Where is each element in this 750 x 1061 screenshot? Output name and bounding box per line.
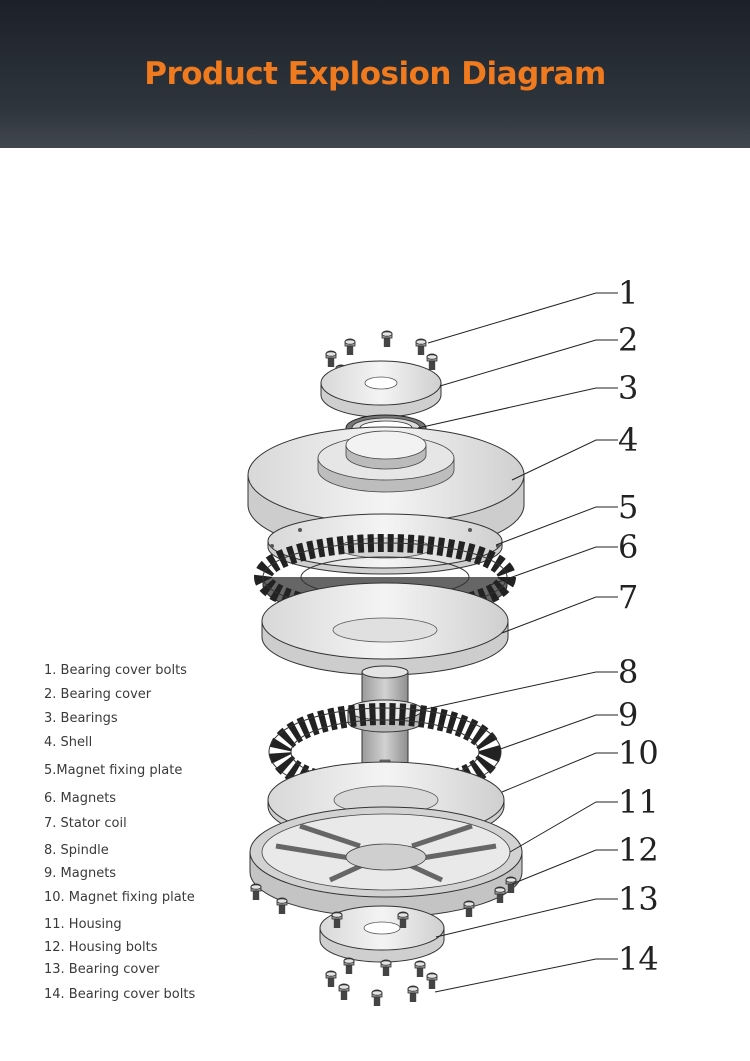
- part-upper-magnet-plate: [267, 513, 503, 575]
- legend-item-9: 9. Magnets: [44, 866, 117, 881]
- legend-item-10: 10. Magnet fixing plate: [44, 890, 195, 905]
- callout-8: 8: [618, 653, 638, 691]
- callout-2: 2: [618, 321, 638, 359]
- leader-line-7: [501, 596, 618, 634]
- callout-numbers: 1 2 3 4 5 6 7 8 9 10 11 12 13 14: [618, 274, 659, 978]
- leader-line-4: [511, 439, 618, 481]
- callout-14: 14: [618, 940, 659, 978]
- part-housing: [249, 806, 523, 918]
- legend-item-3: 3. Bearings: [44, 711, 118, 726]
- callout-12: 12: [618, 831, 659, 869]
- legend-item-11: 11. Housing: [44, 917, 122, 932]
- legend-item-12: 12. Housing bolts: [44, 940, 158, 955]
- leader-line-3: [417, 387, 618, 429]
- part-bottom-bearing-cover: [319, 905, 445, 963]
- leader-line-8: [411, 671, 618, 713]
- callout-11: 11: [618, 783, 659, 821]
- leader-line-6: [489, 546, 618, 586]
- callout-6: 6: [618, 528, 638, 566]
- part-top-bearing-cover: [320, 360, 442, 418]
- legend-item-5: 5.Magnet fixing plate: [44, 763, 183, 778]
- leader-line-13: [435, 898, 618, 938]
- callout-7: 7: [618, 578, 638, 616]
- leader-line-11: [509, 801, 618, 853]
- callout-10: 10: [618, 734, 659, 772]
- legend-item-6: 6. Magnets: [44, 791, 117, 806]
- part-bottom-bolts: [325, 957, 438, 1007]
- legend-item-7: 7. Stator coil: [44, 816, 127, 831]
- callout-9: 9: [618, 696, 638, 734]
- legend-item-13: 13. Bearing cover: [44, 962, 160, 977]
- legend-item-1: 1. Bearing cover bolts: [44, 663, 187, 678]
- callout-5: 5: [618, 488, 638, 526]
- callout-1: 1: [618, 274, 638, 312]
- callout-13: 13: [618, 880, 659, 918]
- callout-4: 4: [618, 421, 638, 459]
- legend-item-4: 4. Shell: [44, 735, 93, 750]
- leader-line-2: [439, 339, 618, 387]
- legend-item-2: 2. Bearing cover: [44, 687, 152, 702]
- leader-lines: [411, 292, 618, 993]
- leader-line-14: [434, 958, 618, 993]
- leader-line-1: [427, 292, 618, 344]
- callout-3: 3: [618, 369, 638, 407]
- leader-line-10: [501, 752, 618, 793]
- leader-line-5: [495, 506, 618, 546]
- legend-item-8: 8. Spindle: [44, 843, 109, 858]
- header-banner: Product Explosion Diagram: [0, 0, 750, 148]
- part-stator-coil: [261, 582, 509, 676]
- page-title: Product Explosion Diagram: [144, 56, 606, 92]
- leader-line-12: [511, 849, 618, 885]
- legend-item-14: 14. Bearing cover bolts: [44, 987, 196, 1002]
- leader-line-9: [491, 714, 618, 753]
